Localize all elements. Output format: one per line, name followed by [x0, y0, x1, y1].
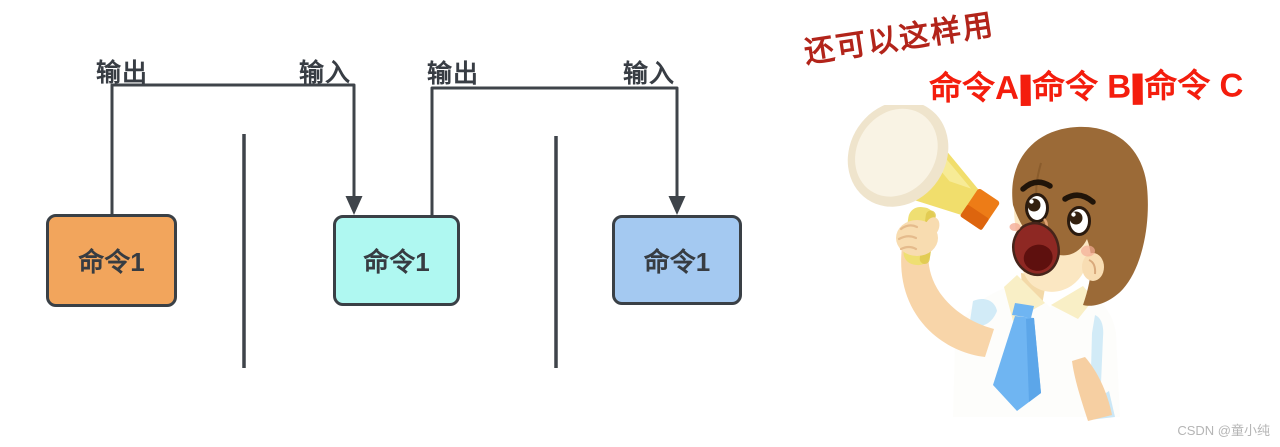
command-box-2-label: 命令1: [363, 247, 430, 277]
connector-2-input-label: 输入: [623, 60, 676, 88]
connector-1-input-label: 输入: [299, 59, 352, 87]
connector-2-arrowhead: [668, 196, 686, 215]
left-eye: [1025, 193, 1049, 223]
boy-with-megaphone-illustration: [847, 105, 1148, 421]
right-arm: [1072, 357, 1112, 421]
pipe-example-segment: 命令A: [928, 68, 1020, 107]
connector-2-line: [430, 86, 679, 215]
hand: [896, 217, 940, 256]
watermark: CSDN @童小纯: [1177, 423, 1270, 438]
mouth: [1012, 221, 1060, 277]
megaphone-icon: [847, 105, 1000, 266]
right-blush: [1081, 245, 1095, 257]
connector-1-arrowhead: [345, 196, 363, 215]
pipe-example-segment: 命令 B: [1031, 67, 1132, 106]
command-box-2: 命令1: [333, 215, 460, 306]
pipe-bar-icon: |: [1014, 68, 1037, 106]
tie: [993, 303, 1041, 411]
connector-2-output-label: 输出: [427, 60, 480, 88]
right-eye: [1067, 206, 1091, 236]
ear: [1082, 253, 1104, 281]
pipe-bar-icon: |: [1126, 67, 1149, 105]
connector-1-line: [110, 83, 356, 214]
pipe-example-annotation: 命令A|命令 B|命令 C: [929, 58, 1244, 109]
command-box-1-label: 命令1: [78, 247, 145, 277]
right-eyebrow: [1062, 192, 1096, 205]
command-box-1: 命令1: [46, 214, 177, 307]
connector-1-output-label: 输出: [96, 59, 149, 87]
pipe-example-segment: 命令 C: [1144, 66, 1244, 105]
command-box-3-label: 命令1: [643, 246, 711, 277]
command-box-3: 命令1: [612, 215, 742, 305]
head: [1009, 126, 1148, 306]
ear-inner-line: [1088, 259, 1097, 275]
left-blush: [1009, 223, 1021, 231]
raised-arm: [901, 247, 994, 357]
left-eyebrow: [1020, 179, 1053, 192]
